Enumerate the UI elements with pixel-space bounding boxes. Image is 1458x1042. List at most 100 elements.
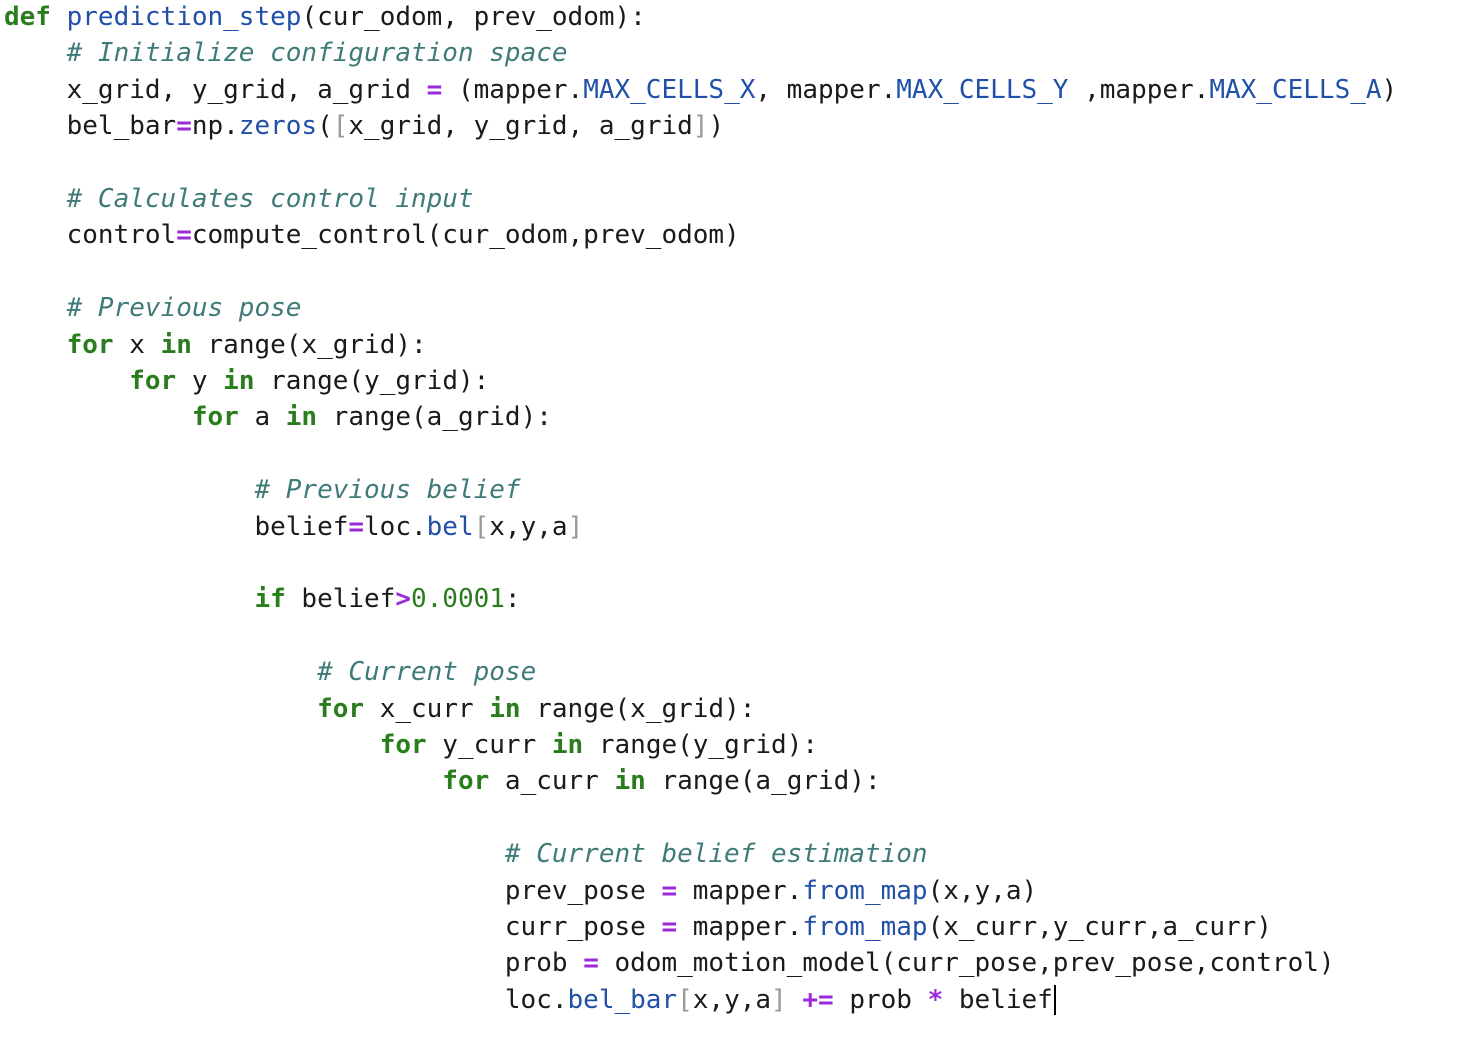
code-text-token: y bbox=[176, 366, 224, 396]
code-text-token bbox=[4, 657, 317, 687]
attribute-token: from_map bbox=[802, 912, 928, 942]
code-line[interactable]: for x_curr in range(x_grid): bbox=[4, 691, 755, 727]
code-line[interactable]: for y_curr in range(y_grid): bbox=[4, 727, 818, 763]
keyword-token: for bbox=[191, 402, 239, 433]
operator-token: = bbox=[583, 948, 599, 979]
code-text-token: range(y_grid): bbox=[254, 366, 490, 396]
code-text-token: compute_control(cur_odom,prev_odom) bbox=[191, 220, 740, 251]
code-line[interactable]: for x in range(x_grid): bbox=[4, 327, 427, 363]
operator-token: = bbox=[661, 875, 678, 906]
code-line[interactable]: for y in range(y_grid): bbox=[4, 363, 489, 399]
code-line[interactable]: # Current belief estimation bbox=[4, 836, 928, 872]
keyword-token: in bbox=[614, 766, 646, 797]
keyword-token: for bbox=[442, 766, 490, 797]
bracket-token: [ bbox=[677, 984, 693, 1015]
code-text-token: loc. bbox=[4, 984, 568, 1015]
function-name-token: prediction_step bbox=[66, 2, 302, 32]
code-text-token: prob bbox=[833, 984, 928, 1015]
code-line[interactable]: for a_curr in range(a_grid): bbox=[4, 763, 881, 799]
code-text-token bbox=[4, 694, 317, 724]
attribute-token: MAX_CELLS_A bbox=[1209, 74, 1382, 105]
attribute-token: zeros bbox=[238, 111, 318, 142]
operator-token: = bbox=[426, 74, 443, 105]
code-text-token: x_grid, y_grid, a_grid bbox=[4, 74, 427, 105]
code-text-token: (mapper. bbox=[442, 74, 584, 105]
code-text-token: range(a_grid): bbox=[645, 766, 881, 797]
code-line[interactable]: # Current pose bbox=[4, 654, 536, 690]
code-text-token: range(a_grid): bbox=[317, 402, 552, 433]
code-text-token: prob bbox=[4, 948, 584, 979]
code-text-token bbox=[4, 184, 67, 214]
code-text-token: ,mapper. bbox=[1068, 74, 1210, 105]
attribute-token: bel_bar bbox=[567, 984, 678, 1015]
code-text-token bbox=[51, 2, 67, 32]
comment-token: # Current belief estimation bbox=[504, 839, 928, 870]
operator-token: = bbox=[348, 511, 365, 542]
code-editor[interactable]: def prediction_step(cur_odom, prev_odom)… bbox=[4, 0, 1454, 1040]
operator-token: > bbox=[395, 584, 411, 615]
keyword-token: for bbox=[317, 693, 365, 724]
attribute-token: MAX_CELLS_X bbox=[583, 74, 756, 105]
code-text-token: prev_pose bbox=[4, 875, 662, 906]
keyword-token: in bbox=[551, 730, 584, 760]
bracket-token: [ bbox=[473, 511, 490, 542]
code-text-token: (x,y,a) bbox=[927, 875, 1038, 906]
code-text-token: x,y,a bbox=[489, 511, 568, 542]
code-text-token bbox=[4, 766, 442, 796]
bracket-token: ] bbox=[567, 511, 584, 542]
code-text-token: curr_pose bbox=[4, 912, 662, 942]
code-line[interactable]: for a in range(a_grid): bbox=[4, 399, 552, 435]
code-text-token bbox=[4, 293, 67, 323]
keyword-token: in bbox=[223, 366, 255, 396]
code-line[interactable]: # Previous pose bbox=[4, 290, 302, 326]
code-text-token bbox=[4, 330, 67, 360]
code-text-token: a bbox=[238, 402, 286, 433]
bracket-token: ] bbox=[771, 984, 787, 1015]
attribute-token: from_map bbox=[802, 875, 928, 906]
code-text-token: np. bbox=[191, 111, 239, 142]
keyword-token: if bbox=[254, 584, 286, 615]
code-line[interactable]: # Previous belief bbox=[4, 472, 521, 508]
code-text-token: mapper. bbox=[677, 875, 803, 906]
code-text-token: mapper. bbox=[677, 912, 803, 942]
code-line[interactable]: bel_bar=np.zeros([x_grid, y_grid, a_grid… bbox=[4, 108, 724, 144]
code-text-token bbox=[787, 985, 803, 1015]
code-text-token: loc. bbox=[364, 511, 427, 542]
code-line[interactable]: control=compute_control(cur_odom,prev_od… bbox=[4, 217, 740, 253]
keyword-token: for bbox=[129, 366, 177, 396]
comment-token: # Previous belief bbox=[254, 475, 521, 506]
keyword-token: for bbox=[66, 329, 114, 360]
code-line[interactable]: def prediction_step(cur_odom, prev_odom)… bbox=[4, 0, 646, 35]
code-line[interactable]: x_grid, y_grid, a_grid = (mapper.MAX_CEL… bbox=[4, 72, 1398, 108]
code-line[interactable]: prob = odom_motion_model(curr_pose,prev_… bbox=[4, 945, 1335, 981]
keyword-token: in bbox=[285, 402, 318, 433]
code-text-token bbox=[4, 475, 254, 505]
comment-token: # Previous pose bbox=[66, 293, 302, 324]
code-line[interactable]: # Initialize configuration space bbox=[4, 35, 568, 71]
bracket-token: ] bbox=[692, 111, 709, 142]
code-text-token bbox=[4, 584, 254, 614]
code-text-token: range(x_grid): bbox=[520, 693, 756, 724]
code-line[interactable]: loc.bel_bar[x,y,a] += prob * belief bbox=[4, 982, 1056, 1018]
code-line[interactable]: # Calculates control input bbox=[4, 181, 474, 217]
code-line[interactable]: prev_pose = mapper.from_map(x,y,a) bbox=[4, 873, 1037, 909]
operator-token: += bbox=[802, 984, 834, 1015]
keyword-token: for bbox=[379, 730, 427, 760]
code-text-token: control bbox=[4, 220, 177, 251]
operator-token: = bbox=[661, 912, 678, 942]
code-text-token: (x_curr,y_curr,a_curr) bbox=[927, 912, 1272, 942]
code-text-token: (cur_odom, prev_odom): bbox=[301, 2, 646, 32]
code-text-token: range(x_grid): bbox=[191, 329, 427, 360]
code-line[interactable]: curr_pose = mapper.from_map(x_curr,y_cur… bbox=[4, 909, 1272, 945]
keyword-token: in bbox=[160, 329, 192, 360]
number-token: 0.0001 bbox=[411, 584, 505, 615]
operator-token: * bbox=[927, 984, 944, 1015]
code-line[interactable]: if belief>0.0001: bbox=[4, 581, 520, 617]
code-line[interactable]: belief=loc.bel[x,y,a] bbox=[4, 509, 583, 545]
code-text-token bbox=[4, 366, 129, 396]
code-text-token: x_curr bbox=[364, 693, 490, 724]
bracket-token: [ bbox=[332, 111, 349, 142]
comment-token: # Calculates control input bbox=[66, 184, 474, 214]
code-text-token: ( bbox=[317, 111, 333, 142]
code-text-token: belief bbox=[943, 984, 1053, 1015]
